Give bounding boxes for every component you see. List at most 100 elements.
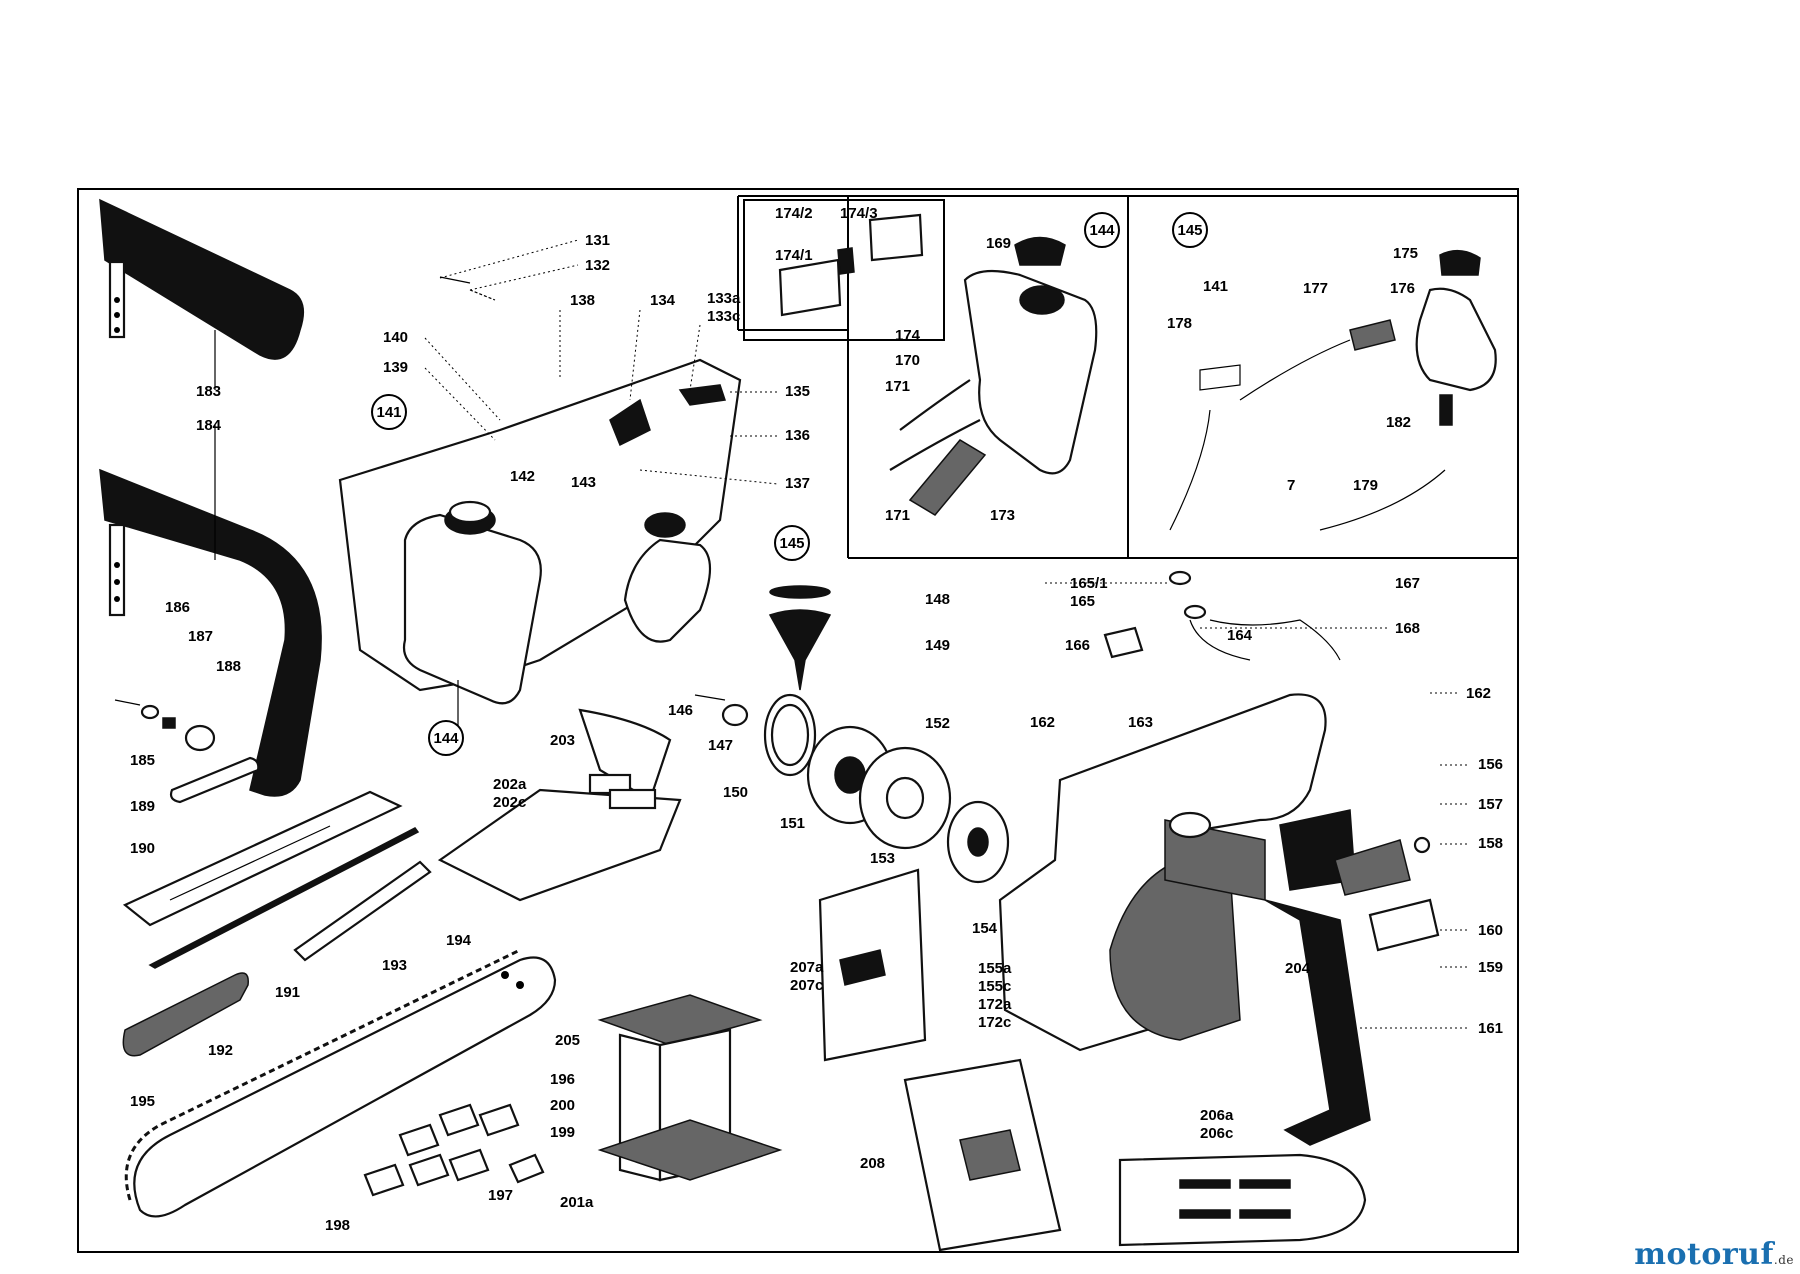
watermark-tld: .de: [1773, 1253, 1794, 1267]
part-label-199: 199: [550, 1124, 575, 1141]
part-label-174-1: 174/1: [775, 247, 813, 264]
part-label-133c: 133c: [707, 308, 740, 325]
handle-grip-192: [122, 972, 249, 1057]
part-label-164: 164: [1227, 627, 1253, 644]
part-label-172c: 172c: [978, 1014, 1011, 1031]
tool-bag-202: [437, 708, 682, 902]
cable-164-168: [1103, 570, 1341, 661]
part-label-143: 143: [571, 474, 596, 491]
manual-208: [903, 1058, 1062, 1252]
part-label-7: 7: [1287, 477, 1295, 494]
part-label-192: 192: [208, 1042, 233, 1059]
callout-ring: [428, 720, 464, 756]
part-label-170: 170: [895, 352, 920, 369]
part-label-139: 139: [383, 359, 408, 376]
part-label-153: 153: [870, 850, 895, 867]
part-label-182: 182: [1386, 414, 1411, 431]
part-label-152: 152: [925, 715, 950, 732]
part-label-195: 195: [130, 1093, 155, 1110]
part-label-174-3: 174/3: [840, 205, 878, 222]
part-label-183: 183: [196, 383, 221, 400]
part-label-158: 158: [1478, 835, 1503, 852]
part-label-171: 171: [885, 378, 910, 395]
callout-circle-145b: 145: [1172, 212, 1208, 248]
part-label-204: 204: [1285, 960, 1311, 977]
part-label-178: 178: [1167, 315, 1192, 332]
callout-circle-144: 144: [428, 720, 464, 756]
part-label-196: 196: [550, 1071, 575, 1088]
guide-plates-190-193: [122, 790, 432, 969]
part-label-207a: 207a: [790, 959, 824, 976]
part-label-142: 142: [510, 468, 535, 485]
part-label-175: 175: [1393, 245, 1418, 262]
part-label-186: 186: [165, 599, 190, 616]
callout-ring: [371, 394, 407, 430]
leader-lines: [214, 239, 1470, 1029]
part-label-206a: 206a: [1200, 1107, 1234, 1124]
part-label-200: 200: [550, 1097, 575, 1114]
part-label-166: 166: [1065, 637, 1090, 654]
part-label-162b: 162: [1030, 714, 1055, 731]
part-label-174-2: 174/2: [775, 205, 813, 222]
part-label-188: 188: [216, 658, 241, 675]
part-label-179: 179: [1353, 477, 1378, 494]
bar-cover-206: [1118, 1153, 1367, 1247]
part-label-190: 190: [130, 840, 155, 857]
part-label-138: 138: [570, 292, 595, 309]
part-label-149: 149: [925, 637, 950, 654]
part-label-155a: 155a: [978, 960, 1012, 977]
manual-207: [818, 868, 927, 1062]
callout-ring: [774, 525, 810, 561]
part-label-141: 141: [1203, 278, 1228, 295]
part-label-189: 189: [130, 798, 155, 815]
part-label-136: 136: [785, 427, 810, 444]
part-label-137: 137: [785, 475, 810, 492]
part-label-203: 203: [550, 732, 575, 749]
part-label-171b: 171: [885, 507, 910, 524]
part-label-134: 134: [650, 292, 676, 309]
sprocket-parts-146-154: [694, 585, 1010, 884]
part-label-176: 176: [1390, 280, 1415, 297]
fasteners-185-189: [114, 699, 260, 804]
part-label-160: 160: [1478, 922, 1503, 939]
part-label-173: 173: [990, 507, 1015, 524]
callout-ring: [1084, 212, 1120, 248]
part-label-169: 169: [986, 235, 1011, 252]
callout-circle-145: 145: [774, 525, 810, 561]
part-label-172a: 172a: [978, 996, 1012, 1013]
part-label-156: 156: [1478, 756, 1503, 773]
callout-number: 144: [433, 730, 459, 747]
oil-tank-inset-144: [778, 213, 1098, 516]
part-label-155c: 155c: [978, 978, 1011, 995]
part-label-147: 147: [708, 737, 733, 754]
part-label-146: 146: [668, 702, 693, 719]
callout-circle-144b: 144: [1084, 212, 1120, 248]
part-label-131: 131: [585, 232, 610, 249]
part-label-194: 194: [446, 932, 472, 949]
part-label-161: 161: [1478, 1020, 1503, 1037]
part-label-191: 191: [275, 984, 300, 1001]
guide-bar-194: [124, 948, 557, 1218]
callout-number: 144: [1089, 222, 1115, 239]
motor-housing-assembly: [338, 276, 742, 705]
part-label-206c: 206c: [1200, 1125, 1233, 1142]
part-label-205: 205: [555, 1032, 580, 1049]
chain-links-196-201: [363, 1103, 545, 1197]
part-label-167: 167: [1395, 575, 1420, 592]
part-label-148: 148: [925, 591, 950, 608]
part-label-202a: 202a: [493, 776, 527, 793]
part-label-184: 184: [196, 417, 222, 434]
part-label-177: 177: [1303, 280, 1328, 297]
part-label-135: 135: [785, 383, 810, 400]
front-handle-184: [99, 468, 322, 797]
callout-number: 145: [779, 535, 804, 552]
fuel-parts-inset-145: [1169, 249, 1497, 531]
part-label-197: 197: [488, 1187, 513, 1204]
callout-ring: [1172, 212, 1208, 248]
motor-housing-right: [998, 693, 1327, 1052]
part-label-157: 157: [1478, 796, 1503, 813]
part-label-150: 150: [723, 784, 748, 801]
